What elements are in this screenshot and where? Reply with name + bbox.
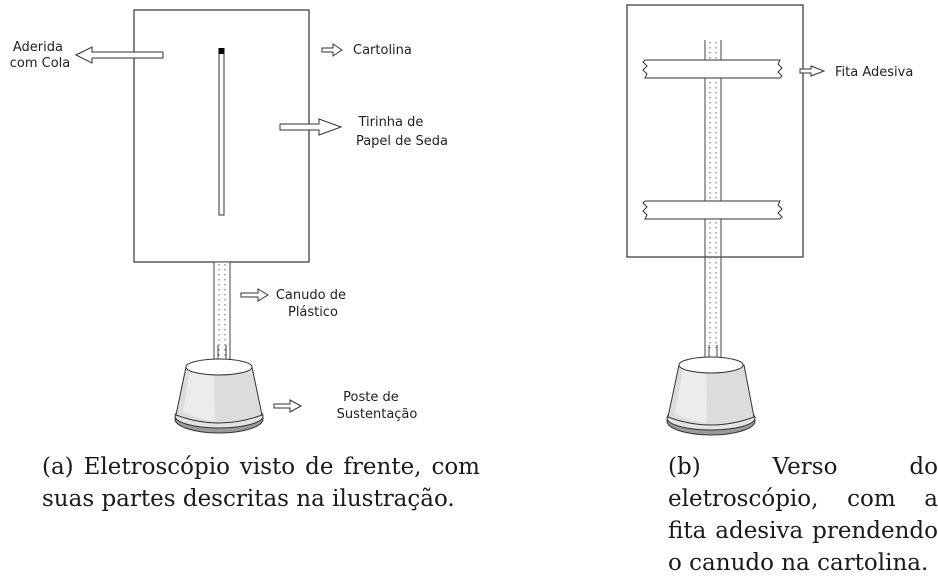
adhesive-tape-top <box>642 59 783 79</box>
front-view-diagram: Aderida com Cola Cartolina Tirinha de Pa… <box>10 9 448 434</box>
support-post-cup-back <box>666 356 756 436</box>
caption-figure-b: (b) Verso do eletroscópio, com a fita ad… <box>668 454 938 576</box>
label-fita: Fita Adesiva <box>835 65 913 80</box>
label-canudo: Canudo de Plástico <box>276 288 350 320</box>
tirinha-arrow-icon <box>279 118 343 136</box>
poste-arrow-icon <box>273 399 303 413</box>
label-cartolina: Cartolina <box>353 43 412 58</box>
cartolina-arrow-icon <box>321 43 343 57</box>
plastic-straw-back <box>704 40 722 362</box>
aderida-arrow-icon <box>74 46 164 64</box>
caption-figure-a: (a) Eletroscópio visto de frente, com su… <box>42 454 480 512</box>
fita-arrow-icon <box>799 65 826 77</box>
glue-dot <box>218 48 225 54</box>
plastic-straw <box>213 261 231 362</box>
tissue-paper-strip <box>218 52 225 216</box>
adhesive-tape-bottom <box>642 200 783 220</box>
label-tirinha: Tirinha de Papel de Seda <box>356 115 448 149</box>
label-poste: Poste de Sustentação <box>337 390 418 422</box>
support-post-cup <box>174 358 264 434</box>
label-aderida: Aderida com Cola <box>10 40 71 71</box>
canudo-arrow-icon <box>240 288 269 302</box>
back-view-diagram: Fita Adesiva <box>626 4 913 436</box>
